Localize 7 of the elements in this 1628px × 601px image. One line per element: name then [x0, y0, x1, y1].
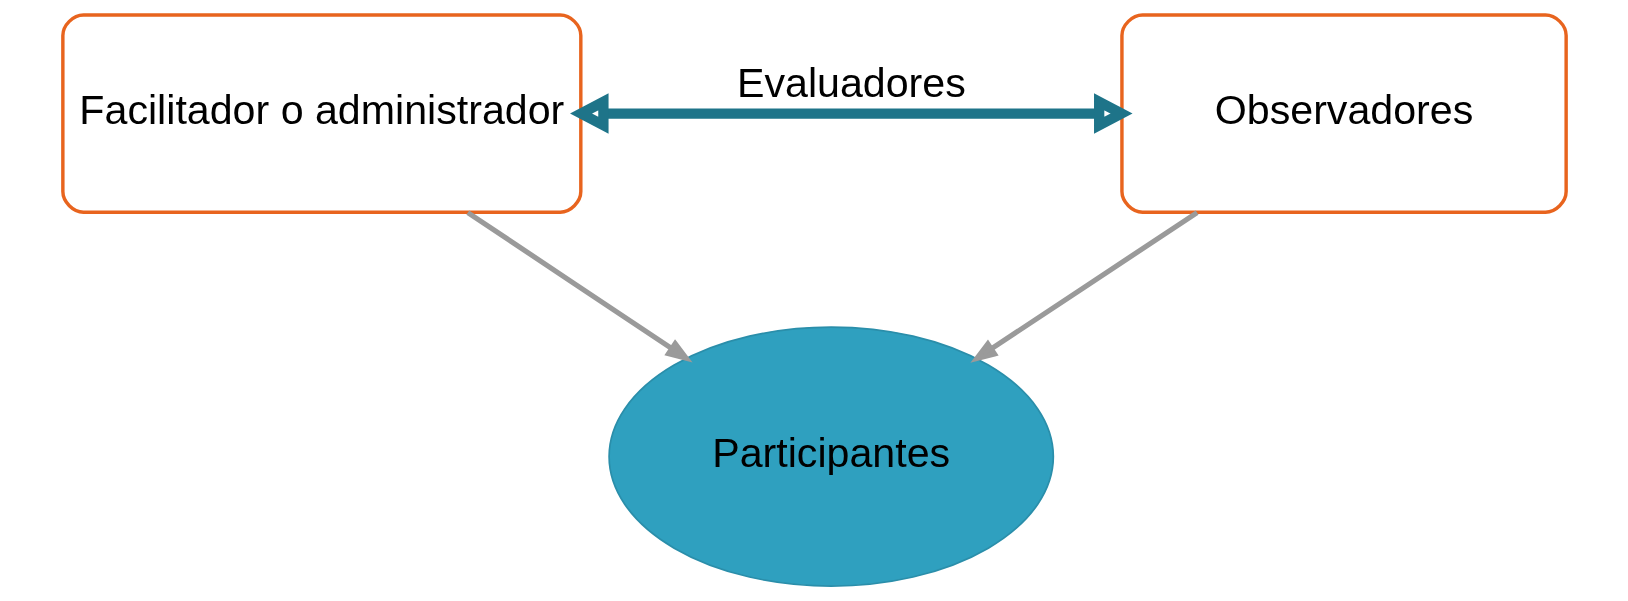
edge-label: Evaluadores — [736, 59, 966, 106]
node-ellipse: Participantes — [607, 326, 1054, 587]
arrow — [465, 210, 693, 363]
arrow — [569, 93, 1133, 134]
node-box: Observadores — [1119, 13, 1568, 214]
node-box: Facilitador o administrador — [60, 13, 583, 214]
arrow — [969, 210, 1198, 363]
